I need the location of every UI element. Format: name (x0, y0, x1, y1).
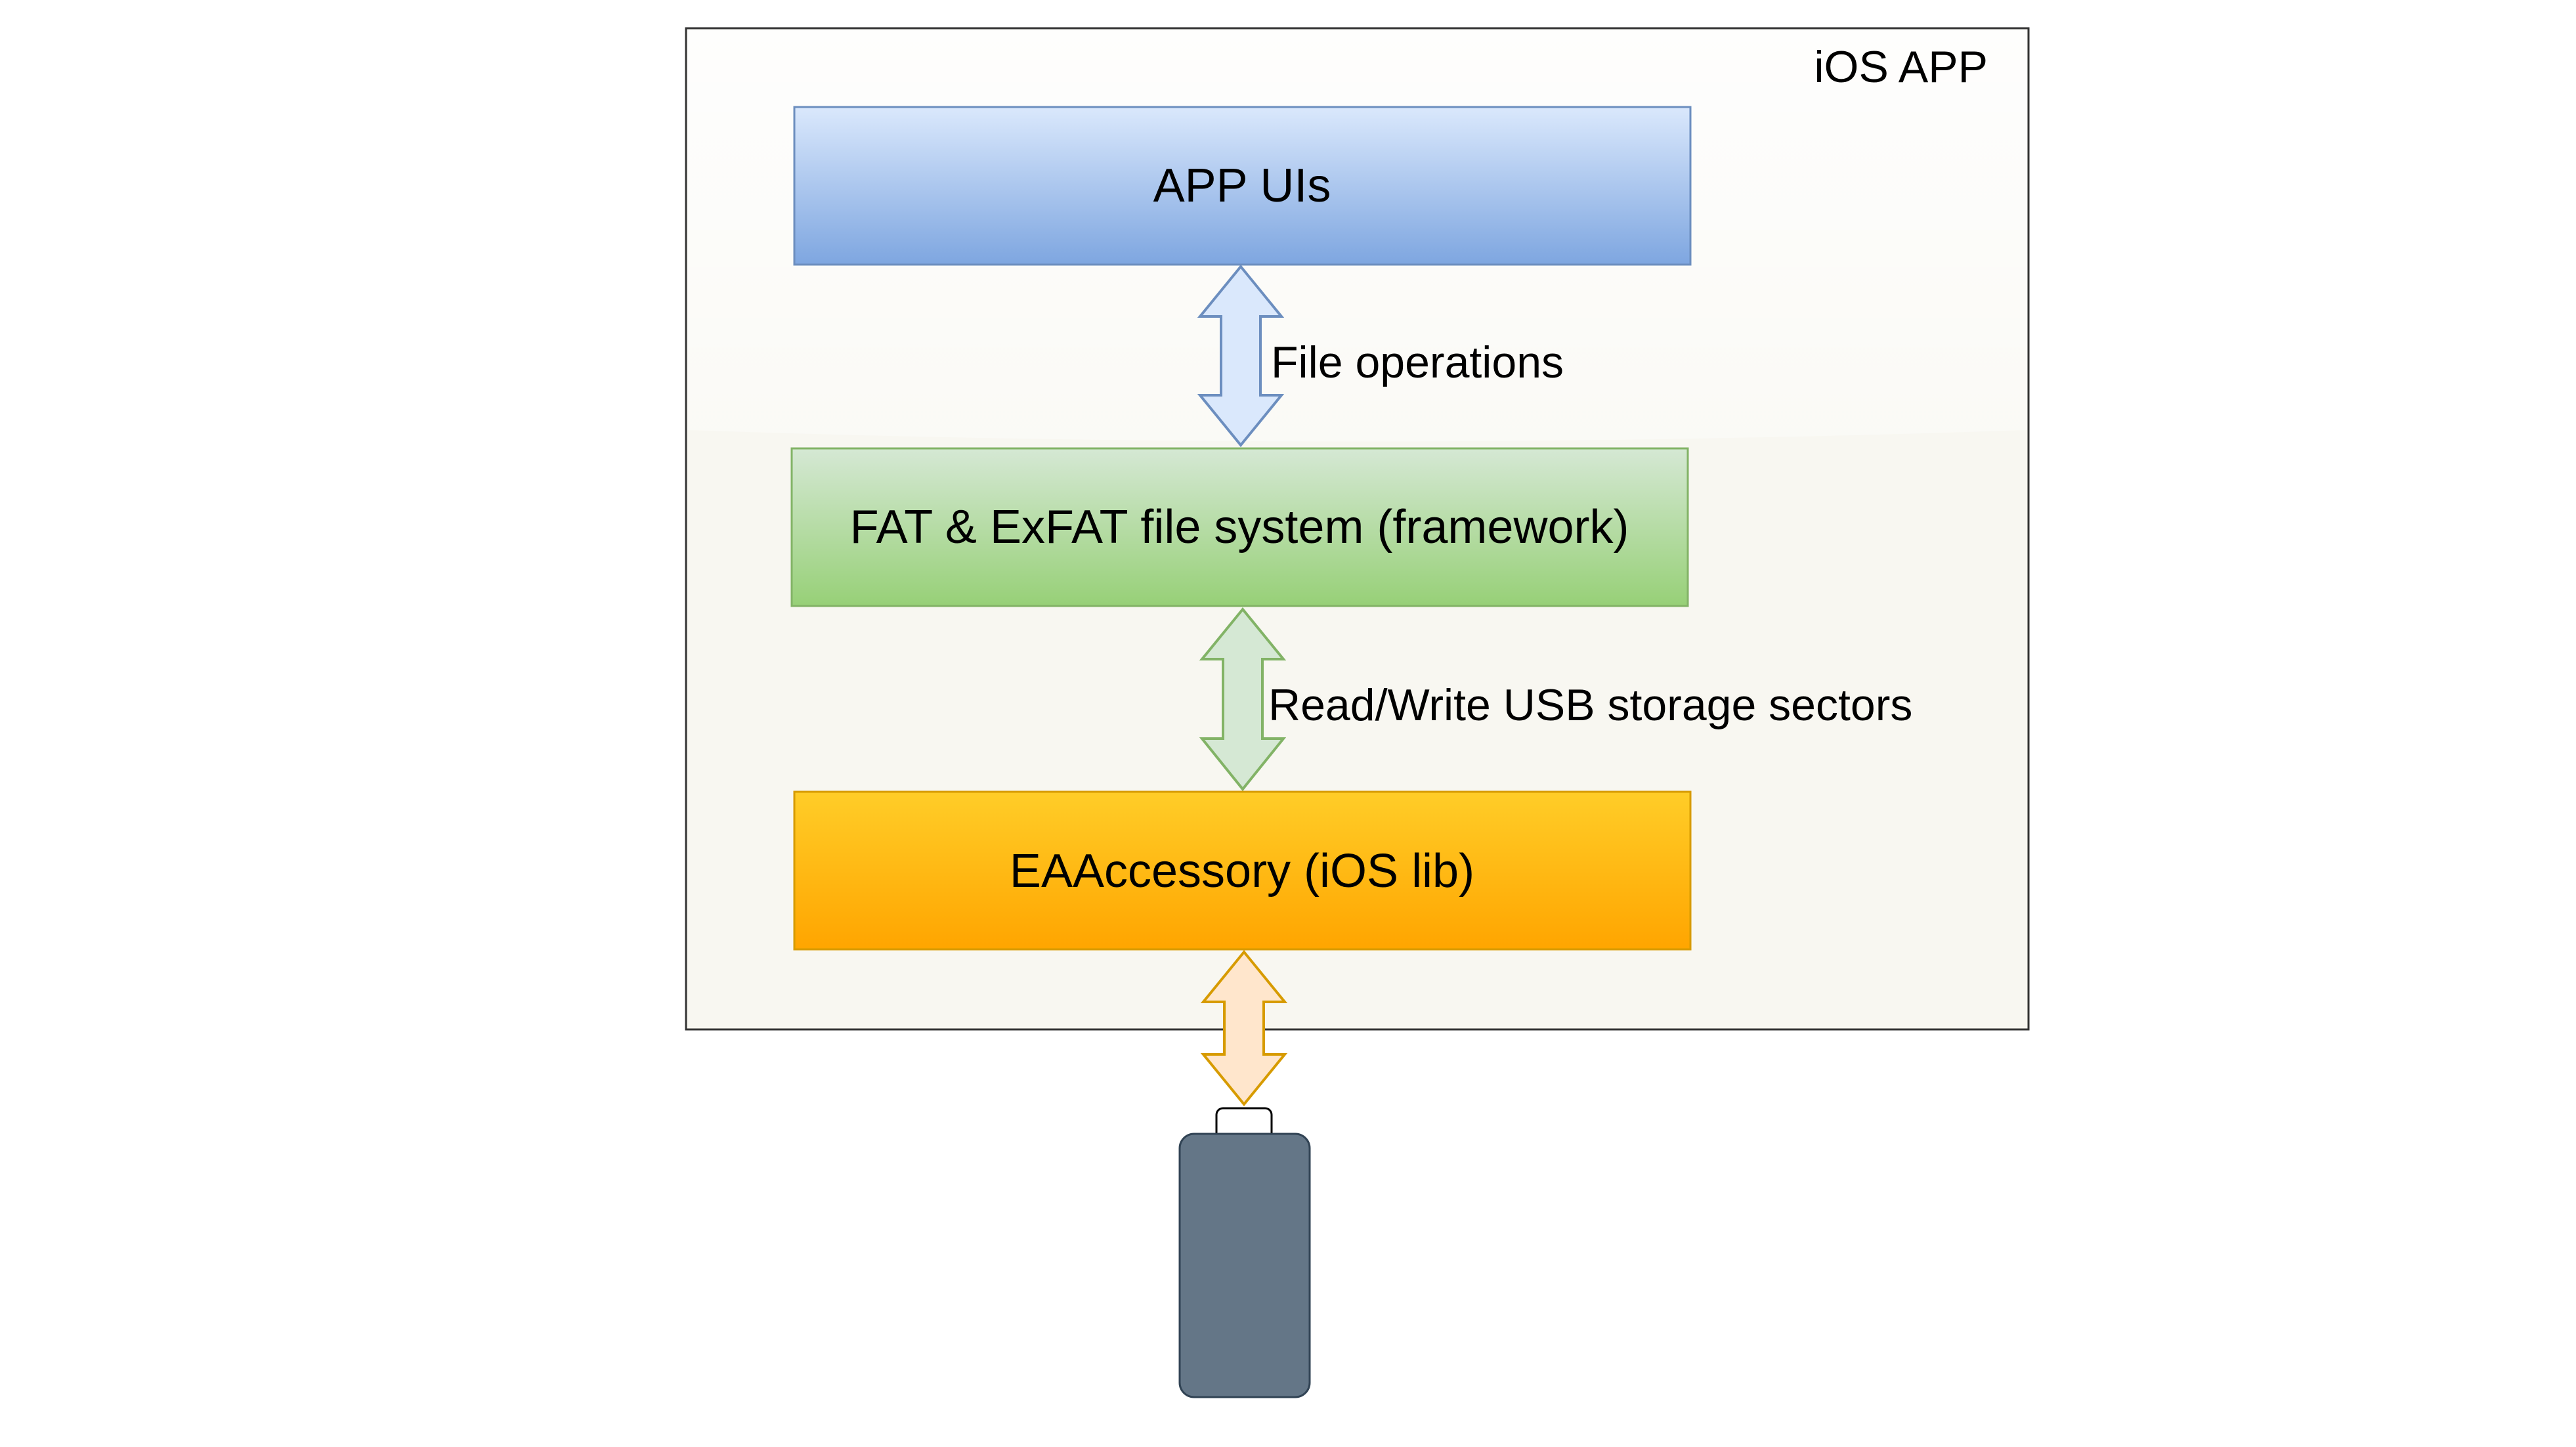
double-arrow-icon (1200, 949, 1288, 1107)
connector-read-write: Read/Write USB storage sectors (1199, 607, 1912, 792)
fat-exfat-box (790, 447, 1689, 607)
layer-fat-exfat: FAT & ExFAT file system (framework) (790, 447, 1689, 607)
connector-file-operations: File operations (1197, 264, 1564, 448)
fat-exfat-label: FAT & ExFAT file system (framework) (850, 501, 1629, 553)
usb-drive-body (1178, 1133, 1311, 1398)
ios-app-container-label: iOS APP (1814, 42, 1988, 92)
eaaccessory-label: EAAccessory (iOS lib) (1010, 845, 1474, 897)
layer-eaaccessory: EAAccessory (iOS lib) (793, 790, 1692, 951)
eaaccessory-box (793, 790, 1692, 951)
usb-drive-icon (1178, 1107, 1311, 1398)
connector-usb (1200, 949, 1288, 1107)
layer-app-uis: APP UIs (793, 106, 1692, 266)
app-uis-label: APP UIs (1153, 160, 1331, 212)
app-uis-box (793, 106, 1692, 266)
file-operations-label: File operations (1271, 337, 1564, 387)
read-write-label: Read/Write USB storage sectors (1268, 680, 1912, 730)
double-arrow-icon (1199, 607, 1287, 792)
double-arrow-icon (1197, 264, 1285, 448)
